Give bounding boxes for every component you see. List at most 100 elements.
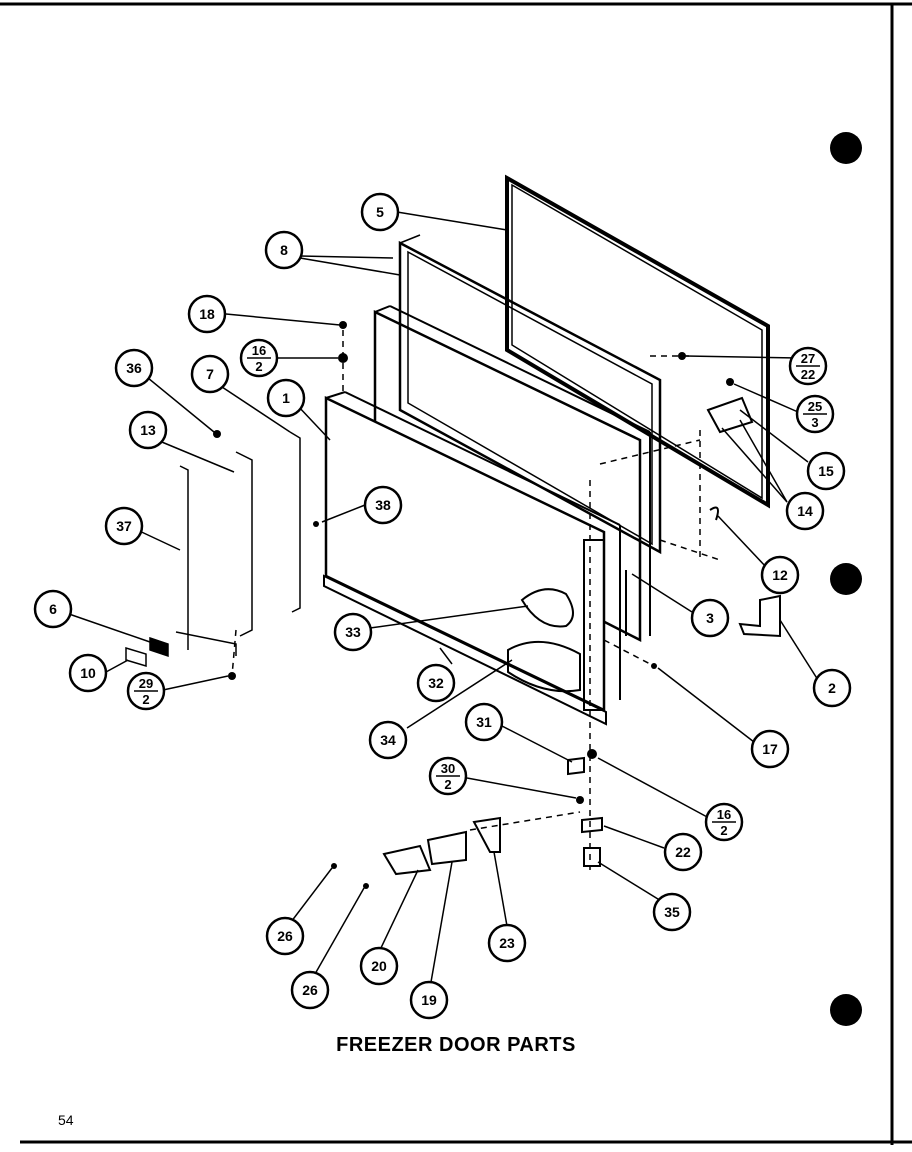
callout-circle: [785, 491, 825, 531]
callout-number: 26: [302, 982, 318, 998]
binder-hole: [830, 132, 862, 164]
part-31: [567, 756, 585, 776]
leader-lines: [68, 211, 819, 983]
callout-quantity: 22: [801, 367, 815, 382]
part-30-screw: [576, 796, 584, 804]
callout-circle: [464, 702, 504, 742]
binder-hole: [830, 563, 862, 595]
part-7: [289, 431, 301, 613]
callout-number: 32: [428, 675, 444, 691]
callout-quantity: 2: [255, 359, 262, 374]
callout-c32: 32: [416, 663, 456, 703]
callout-number: 16: [717, 807, 731, 822]
part-1-door-panel: [324, 391, 621, 712]
part-16b-bushing: [587, 749, 597, 759]
callout-circle: [812, 668, 852, 708]
callout-circle: [368, 720, 408, 760]
callout-number: 14: [797, 503, 813, 519]
part-10: [125, 646, 147, 668]
callout-number: 10: [80, 665, 96, 681]
callout-c16b: 162: [704, 802, 744, 842]
callout-c38: 38: [363, 485, 403, 525]
part-26b-screw: [363, 883, 369, 889]
callout-c31: 31: [464, 702, 504, 742]
part-3-channel: [583, 539, 627, 711]
callout-c19: 19: [409, 980, 449, 1020]
callout-number: 31: [476, 714, 492, 730]
callout-c22: 22: [663, 832, 703, 872]
callout-c33: 33: [333, 612, 373, 652]
callout-c37: 37: [104, 506, 144, 546]
callout-number: 34: [380, 732, 396, 748]
page-number: 54: [58, 1112, 74, 1128]
callout-c13: 13: [128, 410, 168, 450]
part-36-screw: [213, 430, 221, 438]
binder-hole: [830, 994, 862, 1026]
part-19: [426, 830, 467, 866]
callout-c2: 2: [812, 668, 852, 708]
part-15: [706, 396, 754, 434]
callout-circle: [187, 294, 227, 334]
callout-circle: [264, 230, 304, 270]
callout-c29: 292: [126, 671, 166, 711]
callout-number: 1: [282, 390, 290, 406]
callout-c30: 302: [428, 756, 468, 796]
callout-c6: 6: [33, 589, 73, 629]
assembly-lines: [231, 330, 721, 870]
right-bracket-parts: [706, 396, 781, 638]
callout-circle: [359, 946, 399, 986]
part-25-screw: [726, 378, 734, 386]
part-35: [583, 847, 601, 867]
callout-c16a: 162: [239, 338, 279, 378]
callout-circle: [360, 192, 400, 232]
callout-c18: 18: [187, 294, 227, 334]
callout-c17: 17: [750, 729, 790, 769]
callout-number: 7: [206, 366, 214, 382]
callout-number: 27: [801, 351, 815, 366]
callout-number: 23: [499, 935, 515, 951]
part-2: [738, 594, 781, 638]
callout-number: 22: [675, 844, 691, 860]
callout-number: 20: [371, 958, 387, 974]
callout-circle: [33, 589, 73, 629]
callout-c23: 23: [487, 923, 527, 963]
callout-quantity: 2: [142, 692, 149, 707]
part-32-trim: [323, 574, 607, 726]
left-trim-pieces: [125, 431, 301, 668]
callout-number: 38: [375, 497, 391, 513]
callout-circle: [663, 832, 703, 872]
part-37: [179, 465, 189, 650]
part-23: [472, 816, 501, 853]
callout-number: 2: [828, 680, 836, 696]
callout-circle: [760, 555, 800, 595]
callout-number: 15: [818, 463, 834, 479]
callout-circle: [363, 485, 403, 525]
part-33: [520, 588, 574, 628]
callout-circle: [806, 451, 846, 491]
binder-holes: [830, 132, 862, 1026]
callout-c36: 36: [114, 348, 154, 388]
lower-hinge-parts: [382, 756, 603, 876]
diagram-caption: FREEZER DOOR PARTS: [336, 1034, 576, 1056]
callout-circle: [265, 916, 305, 956]
part-13: [235, 451, 253, 637]
callout-c26a: 26: [265, 916, 305, 956]
callout-c35: 35: [652, 892, 692, 932]
callout-number: 3: [706, 610, 714, 626]
callout-c1: 1: [266, 378, 306, 418]
callout-number: 18: [199, 306, 215, 322]
part-18-screw: [339, 321, 347, 329]
callout-number: 29: [139, 676, 153, 691]
callout-c26b: 26: [290, 970, 330, 1010]
callout-circle: [652, 892, 692, 932]
callout-number: 5: [376, 204, 384, 220]
part-20: [382, 844, 432, 876]
callout-c10: 10: [68, 653, 108, 693]
callout-quantity: 3: [811, 415, 818, 430]
part-5-gasket: [505, 174, 770, 509]
callout-quantity: 2: [720, 823, 727, 838]
callout-c34: 34: [368, 720, 408, 760]
callout-number: 25: [808, 399, 822, 414]
